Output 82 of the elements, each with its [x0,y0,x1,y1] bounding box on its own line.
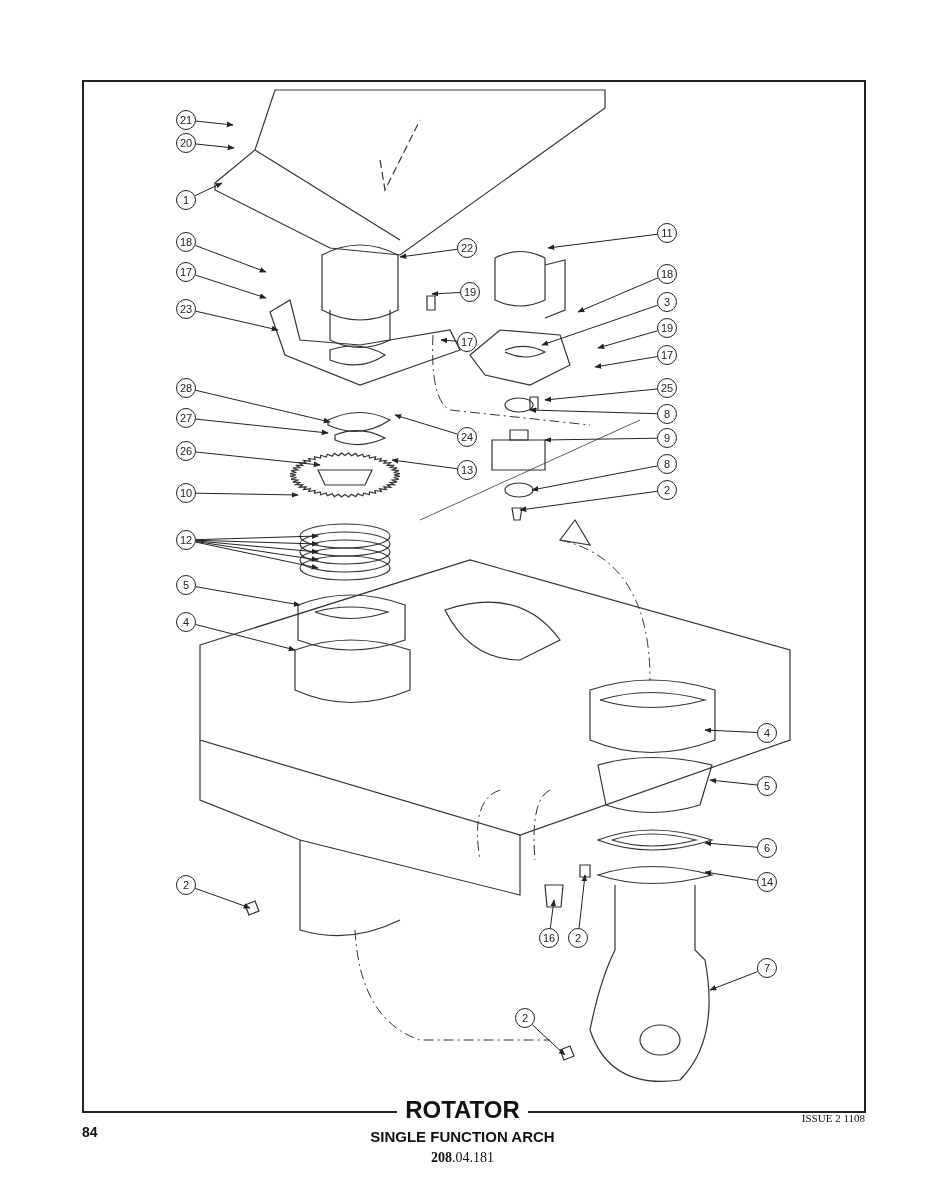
callout-number: 26 [176,441,196,461]
callout-number: 25 [657,378,677,398]
callout-number: 2 [176,875,196,895]
callout-number: 23 [176,299,196,319]
leader-line [541,304,658,346]
leader-line [195,120,234,128]
callout-number: 27 [176,408,196,428]
callout-number: 11 [657,223,677,243]
leader-line [195,541,319,562]
leader-line [195,586,301,607]
leader-line [544,388,658,403]
callout-number: 2 [657,480,677,500]
leader-line [195,451,321,468]
leader-line [431,290,461,297]
callout-number: 16 [539,928,559,948]
leader-line [195,624,296,652]
callout-number: 8 [657,404,677,424]
callout-number: 19 [460,282,480,302]
leader-line [391,458,458,470]
leader-line [195,274,267,299]
callout-number: 21 [176,110,196,130]
leader-line [195,541,319,570]
leader-line [597,330,658,349]
leader-line [529,407,658,415]
callout-number: 3 [657,292,677,312]
callout-number: 20 [176,133,196,153]
callout-number: 2 [515,1008,535,1028]
leader-line [578,874,588,929]
callout-number: 19 [657,318,677,338]
leader-line [547,233,658,250]
leader-line [549,899,556,929]
callout-number: 8 [657,454,677,474]
callout-number: 2 [568,928,588,948]
callout-number: 22 [457,238,477,258]
leader-line [394,414,458,435]
leader-line [194,245,267,273]
leader-line [194,182,223,197]
leader-line [594,356,658,369]
callout-number: 18 [657,264,677,284]
leader-line [709,971,759,991]
part-number: 208.04.181 [431,1150,494,1165]
leader-line [709,777,758,786]
callout-number: 14 [757,872,777,892]
leader-line [195,418,329,436]
leader-line [195,310,279,332]
callout-number: 7 [757,958,777,978]
leader-line [531,1024,566,1056]
callout-number: 17 [176,262,196,282]
leader-line [704,840,758,848]
callout-number: 17 [657,345,677,365]
callout-number: 5 [757,776,777,796]
leader-line [195,143,235,151]
issue-note: ISSUE 2 1108 [801,1112,865,1124]
callout-number: 13 [457,460,477,480]
callout-number: 17 [457,332,477,352]
page-number: 84 [82,1124,98,1140]
callout-number: 9 [657,428,677,448]
callout-number: 18 [176,232,196,252]
subtitle: SINGLE FUNCTION ARCH [370,1128,555,1145]
leader-line [531,465,658,492]
leader-line [440,337,458,344]
callout-number: 4 [757,723,777,743]
callout-number: 1 [176,190,196,210]
callout-number: 10 [176,483,196,503]
leader-line [195,492,299,498]
leader-line [704,727,758,734]
leader-line [577,277,659,313]
leader-line [195,540,319,555]
callout-number: 4 [176,612,196,632]
leader-line [544,437,658,443]
callout-number: 24 [457,427,477,447]
callout-number: 6 [757,838,777,858]
leader-line [194,887,251,909]
callout-number: 5 [176,575,196,595]
leader-line [704,870,758,881]
leader-line [519,490,658,512]
leader-line [195,533,319,541]
leader-line [195,539,319,547]
leader-line [195,389,331,424]
leader-line [399,248,458,259]
callout-number: 12 [176,530,196,550]
callout-number: 28 [176,378,196,398]
